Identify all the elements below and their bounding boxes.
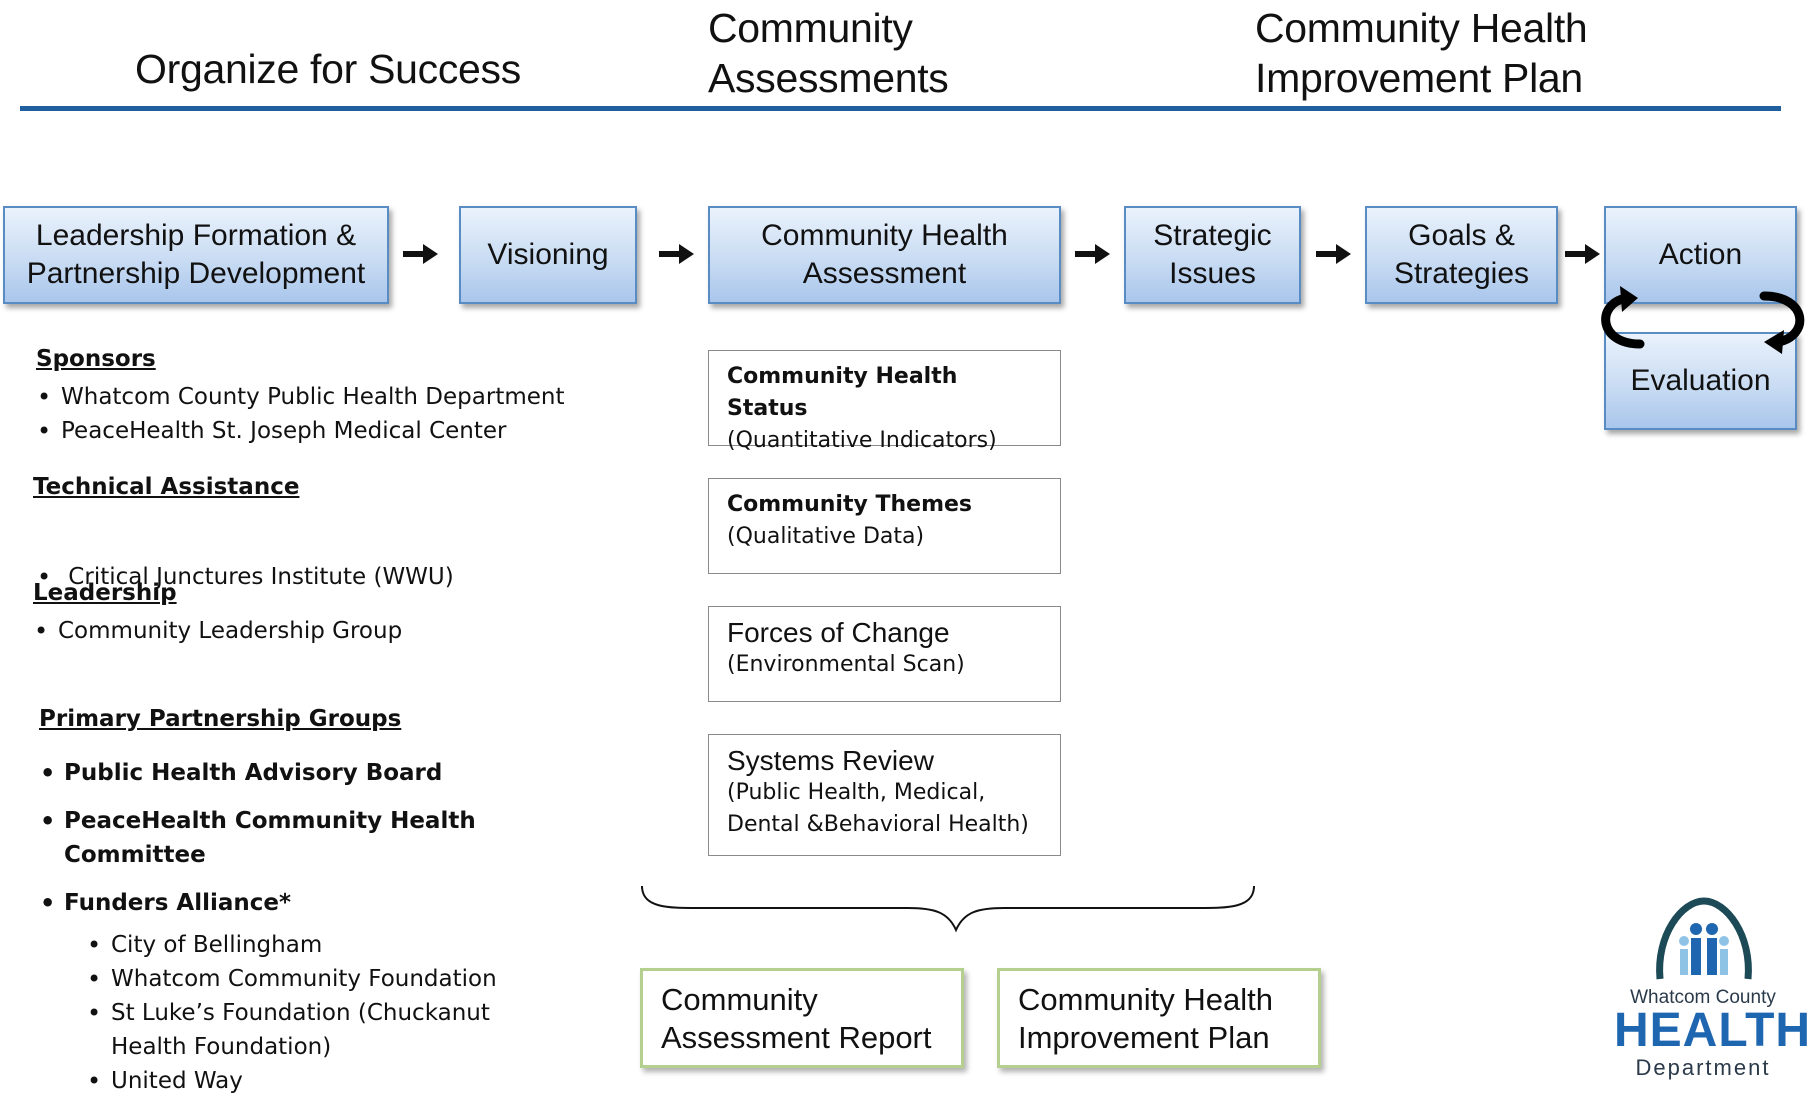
list-item: PeaceHealth Community Health Committee (36, 804, 476, 872)
assessment-title: Systems Review (727, 745, 934, 776)
report-box-improvement-plan: Community Health Improvement Plan (997, 968, 1321, 1068)
partnership-groups-list: Public Health Advisory Board PeaceHealth… (36, 756, 476, 934)
phase-assessments-title: Community Assessments (708, 5, 949, 101)
arrow-right-icon (1075, 244, 1110, 264)
list-item: Funders Alliance* (36, 886, 476, 920)
header-divider (20, 106, 1781, 111)
list-item: PeaceHealth St. Joseph Medical Center (33, 414, 593, 448)
list-item: United Way (83, 1064, 513, 1098)
health-department-logo: Whatcom County HEALTH Department (1614, 895, 1812, 1080)
assessment-title: Forces of Change (727, 617, 950, 648)
sponsors-list: Whatcom County Public Health Department … (33, 380, 593, 448)
assessment-subtitle: (Quantitative Indicators) (727, 428, 997, 453)
sponsors-heading: Sponsors (36, 346, 156, 372)
assessment-box-forces-of-change: Forces of Change (Environmental Scan) (708, 606, 1061, 702)
list-item: St Luke’s Foundation (Chuckanut Health F… (83, 996, 513, 1064)
step-action: Action (1604, 206, 1797, 304)
logo-health-text: HEALTH (1614, 1004, 1812, 1057)
logo-department-text: Department (1635, 1055, 1771, 1080)
assessment-box-health-status: Community Health Status (Quantitative In… (708, 350, 1061, 453)
step-evaluation: Evaluation (1604, 332, 1797, 430)
step-goals-strategies: Goals & Strategies (1365, 206, 1558, 304)
phase-chip-title: Community Health Improvement Plan (1255, 5, 1588, 101)
assessment-box-community-themes: Community Themes (Qualitative Data) (708, 478, 1061, 574)
logo-county-text: Whatcom County (1630, 987, 1776, 1008)
technical-assistance-heading: Technical Assistance (33, 474, 300, 500)
assessment-title: Community Themes (727, 492, 973, 517)
technical-assistance-list: Critical Junctures Institute (WWU) (33, 508, 593, 620)
assessment-subtitle: (Qualitative Data) (727, 524, 925, 549)
arrow-right-icon (659, 244, 694, 264)
step-leadership-formation: Leadership Formation & Partnership Devel… (3, 206, 389, 304)
list-item: Critical Junctures Institute (WWU) (33, 560, 593, 594)
list-item: Community Leadership Group (30, 614, 590, 648)
report-box-assessment: Community Assessment Report (640, 968, 964, 1068)
funders-alliance-list: City of Bellingham Whatcom Community Fou… (83, 928, 513, 1098)
primary-partnership-heading: Primary Partnership Groups (39, 706, 402, 732)
assessment-subtitle: (Environmental Scan) (727, 652, 965, 677)
arrow-right-icon (1316, 244, 1351, 264)
step-community-health-assessment: Community Health Assessment (708, 206, 1061, 304)
curly-brace-icon (641, 885, 1255, 933)
assessment-title: Community Health Status (727, 364, 958, 421)
step-strategic-issues: Strategic Issues (1124, 206, 1301, 304)
list-item: Whatcom County Public Health Department (33, 380, 593, 414)
phase-organize-title: Organize for Success (135, 46, 521, 92)
arrow-right-icon (403, 244, 438, 264)
assessment-subtitle: (Public Health, Medical, Dental &Behavio… (727, 780, 1029, 837)
list-item: Whatcom Community Foundation (83, 962, 513, 996)
step-visioning: Visioning (459, 206, 637, 304)
leadership-list: Community Leadership Group (30, 614, 590, 648)
list-item: City of Bellingham (83, 928, 513, 962)
logo-figures-icon (1656, 897, 1752, 980)
cycle-arrows-icon (1601, 286, 1805, 354)
arrow-right-icon (1565, 244, 1600, 264)
assessment-box-systems-review: Systems Review (Public Health, Medical, … (708, 734, 1061, 856)
leadership-heading: Leadership (33, 580, 177, 606)
list-item: Public Health Advisory Board (36, 756, 476, 790)
